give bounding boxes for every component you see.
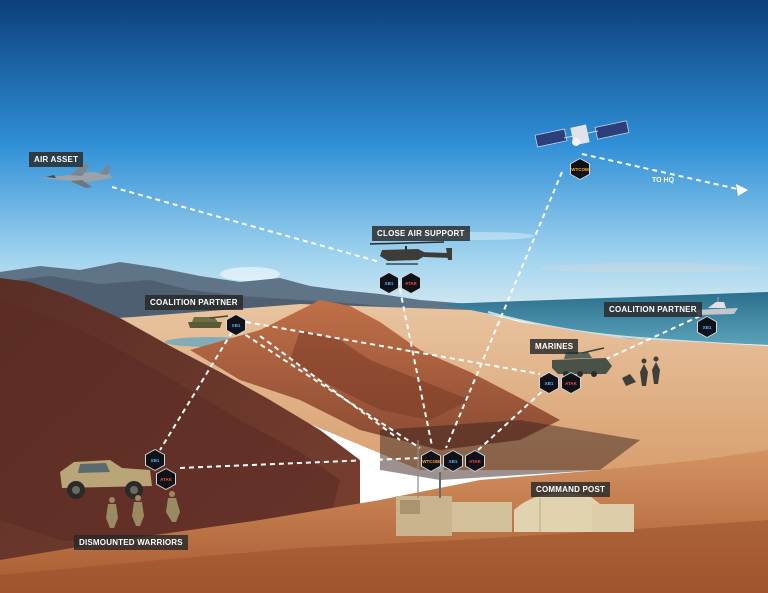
link-satellite-to-command <box>445 171 563 449</box>
label-coalition-partner-left: COALITION PARTNER <box>145 295 243 310</box>
badge-marines-1: XB1 <box>540 373 558 393</box>
tactical-vehicle <box>60 460 152 499</box>
network-links <box>111 153 743 469</box>
link-coalition-to-command <box>237 329 421 449</box>
link-ridge-to-command <box>259 335 401 441</box>
fighter-jet <box>40 164 112 188</box>
dismounted-soldiers <box>106 491 180 528</box>
label-close-air-support: CLOSE AIR SUPPORT <box>372 226 470 241</box>
label-air-asset: AIR ASSET <box>29 152 84 167</box>
badge-cas-1: XB1 <box>380 273 398 293</box>
label-dismounted-warriors: DISMOUNTED WARRIORS <box>74 535 188 550</box>
link-cas-to-command <box>397 279 433 447</box>
badge-command-1: WTCOM <box>422 451 440 471</box>
attack-helicopter <box>369 241 452 265</box>
link-satellite-to-hq <box>581 153 743 191</box>
command-post <box>396 440 634 536</box>
satellite <box>534 120 630 148</box>
marines-vehicle <box>552 347 612 377</box>
link-coalition-to-marines <box>245 321 541 375</box>
link-marines-to-command <box>475 385 549 453</box>
coalition-tank <box>188 315 229 328</box>
badge-vehicle-2: ATAK <box>157 469 175 489</box>
foreground-texture <box>0 520 768 593</box>
badge-coalition-left: XB1 <box>227 315 245 335</box>
badge-vehicle-1: XB1 <box>146 450 164 470</box>
link-air-to-cas <box>111 186 381 263</box>
coalition-ship <box>694 297 738 315</box>
marines-troops <box>622 356 660 386</box>
badge-satellite: WTCOM <box>571 159 589 179</box>
badge-command-2: XB1 <box>444 451 462 471</box>
label-coalition-partner-right: COALITION PARTNER <box>604 302 702 317</box>
badge-command-3: ATAK <box>466 451 484 471</box>
to-hq-arrowhead <box>736 184 748 196</box>
badge-coalition-right: XB1 <box>698 317 716 337</box>
cloud <box>540 263 760 273</box>
label-marines: MARINES <box>530 339 579 354</box>
label-command-post: COMMAND POST <box>531 482 611 497</box>
label-to-hq: TO HQ <box>652 177 675 184</box>
badge-marines-2: ATAK <box>562 373 580 393</box>
badge-cas-2: ATAK <box>402 273 420 293</box>
mid-ridge-shadow <box>290 330 470 420</box>
link-vehicle-to-command <box>179 457 421 469</box>
cloud <box>220 267 280 281</box>
